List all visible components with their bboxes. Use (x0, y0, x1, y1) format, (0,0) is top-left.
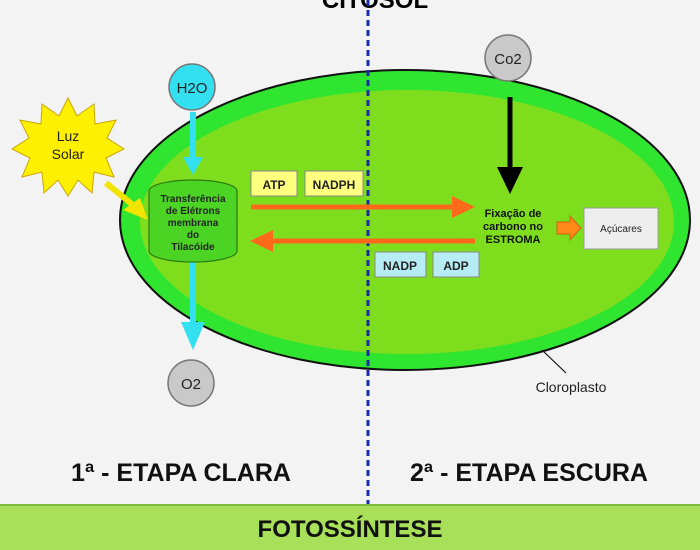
atp-label: ATP (262, 178, 285, 192)
thylakoid-stack (148, 179, 238, 263)
stage-light-title: 1ª - ETAPA CLARA (71, 459, 291, 487)
water-arrow-head (183, 157, 203, 175)
stroma-label-line1: Fixação de (485, 208, 542, 220)
adp-box (432, 251, 480, 278)
co2-circle (484, 34, 532, 82)
thylakoid-label-line2: de Elétrons (166, 206, 221, 217)
sun-label-line1: Luz (57, 128, 80, 144)
sugar-arrow-icon (556, 214, 582, 242)
footer-title: FOTOSSÍNTESE (257, 516, 443, 543)
nadph-box (304, 170, 364, 197)
oxygen-label: O2 (181, 376, 201, 393)
chloroplast-stroma (140, 90, 674, 354)
stroma-label-line3: ESTROMA (486, 234, 541, 246)
energy-forward-arrow-head (452, 196, 475, 218)
footer-bar: FOTOSSÍNTESE (0, 504, 700, 550)
oxygen-arrow-head (181, 322, 205, 350)
sun-icon (10, 96, 126, 197)
thylakoid-label-line4: do (187, 230, 199, 241)
water-label: H2O (177, 80, 208, 97)
thylakoid-label-line5: Tilacóide (171, 242, 215, 253)
co2-arrow-head (497, 167, 523, 194)
chloroplast-label: Cloroplasto (536, 379, 607, 395)
sunlight-arrow-shaft (104, 180, 135, 208)
chloroplast-pointer (541, 349, 567, 374)
thylakoid-label-line3: membrana (168, 218, 219, 229)
sunlight-arrow-head (123, 198, 148, 220)
sugars-label: Açúcares (600, 224, 642, 235)
thylakoid-label-line1: Transferência (160, 194, 225, 205)
sugars-box (583, 207, 659, 250)
adp-label: ADP (443, 259, 468, 273)
water-circle (168, 63, 216, 111)
nadph-label: NADPH (313, 178, 356, 192)
co2-label: Co2 (494, 51, 522, 68)
sun-label-line2: Solar (52, 146, 85, 162)
oxygen-circle (167, 359, 215, 407)
energy-back-arrow-head (250, 230, 273, 252)
nadp-box (374, 251, 427, 278)
stroma-label-line2: carbono no (483, 221, 543, 233)
stage-dark-title: 2ª - ETAPA ESCURA (410, 459, 648, 487)
nadp-label: NADP (383, 259, 417, 273)
atp-box (250, 170, 298, 197)
cytosol-label: CITOSOL (322, 0, 428, 14)
